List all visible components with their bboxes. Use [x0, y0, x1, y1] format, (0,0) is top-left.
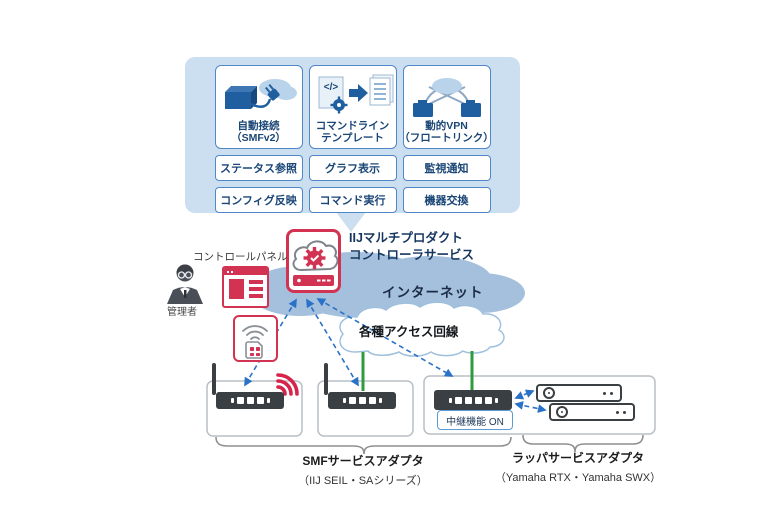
command-template-icon: </> [318, 74, 393, 114]
feature-card-auto-connect: 自動接続 （SMFv2） [214, 65, 303, 149]
router-antenna [324, 363, 328, 395]
device-dots [616, 410, 626, 414]
feature-title: 動的VPN [425, 119, 468, 132]
router-port [342, 398, 346, 403]
switch-port [484, 396, 492, 404]
feature-monitor: 監視通知 [402, 155, 491, 181]
router-port [368, 397, 376, 404]
router-port [256, 397, 264, 404]
switch-port [494, 397, 498, 403]
browser-content-line [249, 287, 263, 291]
auto-connect-icon [224, 78, 297, 109]
feature-title: コマンドライン [315, 119, 390, 132]
browser-content-line [249, 280, 263, 284]
feature-graph: グラフ表示 [308, 155, 397, 181]
controller-name-line1: IIJマルチプロダクト [349, 231, 463, 245]
switch-icon-relay [434, 390, 512, 410]
group-models: （Yamaha RTX・Yamaha SWX） [494, 472, 662, 484]
feature-card-dynamic-vpn: 動的VPN （フロートリンク） [399, 65, 494, 149]
group-braces [215, 434, 644, 455]
internet-label: インターネット [382, 285, 484, 300]
switch-port [464, 396, 472, 404]
access-lines-label: 各種アクセス回線 [359, 325, 459, 339]
device-dots [603, 391, 613, 395]
smf-adapter-caption: SMFサービスアダプタ （IIJ SEIL・SAシリーズ） [260, 452, 466, 488]
feature-subtitle: （フロートリンク） [399, 132, 494, 145]
browser-content-line [249, 294, 263, 298]
router-port [348, 397, 356, 404]
panel-pointer [336, 212, 366, 232]
browser-titlebar [224, 268, 267, 275]
switch-port [454, 396, 462, 404]
admin-label: 管理者 [167, 307, 197, 318]
group-models: （IIJ SEIL・SAシリーズ） [298, 475, 428, 487]
router-icon-seil-lte [216, 392, 284, 409]
feature-card-command-template: </> コマンドライン テンプレート [308, 65, 397, 149]
group-name: SMFサービスアダプタ [302, 454, 424, 468]
browser-content-block [229, 279, 244, 299]
feature-subtitle: テンプレート [321, 132, 384, 145]
control-panel-browser-icon [222, 266, 269, 308]
relay-on-badge: 中継機能 ON [437, 410, 513, 430]
management-links [244, 298, 547, 413]
dynamic-vpn-icon [412, 77, 481, 117]
sim-lte-icon [233, 315, 278, 362]
device-led-ring [543, 387, 555, 399]
yamaha-device-icon [549, 403, 635, 421]
browser-dot [227, 270, 229, 273]
router-port [378, 398, 382, 403]
feature-subtitle: （SMFv2） [231, 132, 286, 145]
features-panel: 自動接続 （SMFv2） </> コマンドライン テンプレート [185, 57, 520, 213]
group-name: ラッパサービスアダプタ [511, 451, 644, 465]
router-icon-seil-wired [328, 392, 396, 409]
controller-cloud-gear-icon [286, 229, 341, 293]
feature-status: ステータス参照 [214, 155, 303, 181]
lte-signal-icon [276, 373, 299, 396]
feature-command: コマンド実行 [308, 187, 397, 213]
admin-person-icon [163, 262, 207, 309]
switch-port [474, 396, 482, 404]
feature-config: コンフィグ反映 [214, 187, 303, 213]
feature-title: 自動接続 [237, 119, 280, 132]
browser-dot [231, 270, 233, 273]
device-led-ring [556, 406, 568, 418]
feature-replace: 機器交換 [402, 187, 491, 213]
switch-port [448, 397, 452, 403]
router-port [358, 397, 366, 404]
router-port [246, 397, 254, 404]
router-antenna [212, 363, 216, 395]
router-port [230, 398, 234, 403]
wrapper-adapter-caption: ラッパサービスアダプタ （Yamaha RTX・Yamaha SWX） [478, 449, 678, 485]
router-port [266, 398, 270, 403]
controller-name-line2: コントローラサービス [349, 248, 475, 262]
router-port [236, 397, 244, 404]
control-panel-label: コントロールパネル [193, 251, 288, 263]
controller-service-name: IIJマルチプロダクト コントローラサービス [349, 230, 529, 264]
svg-text:</>: </> [323, 82, 338, 93]
yamaha-device-icon [536, 384, 622, 402]
